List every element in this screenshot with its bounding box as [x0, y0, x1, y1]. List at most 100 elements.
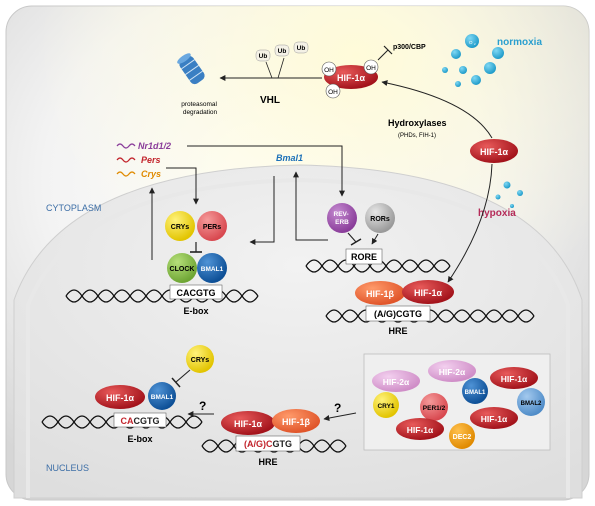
nr1d-mrna-squiggle — [116, 143, 136, 149]
nucleus-label: NUCLEUS — [46, 463, 89, 473]
pers-mrna-squiggle — [116, 157, 136, 163]
proteasome-label-line1: proteasomal — [181, 101, 217, 108]
reverb-inhibition-bar — [350, 238, 362, 246]
complex-to-hre-arrow — [323, 412, 357, 421]
oh-label-2: OH — [328, 89, 338, 96]
hre-red-box — [235, 435, 301, 452]
crys-nuclear-inhibition-bar — [171, 377, 181, 388]
reverb-protein-label: REV- ERB — [334, 211, 351, 226]
pers-protein — [197, 211, 227, 241]
hif1b-lower-protein — [272, 409, 320, 433]
rore-box — [345, 248, 383, 265]
hif1a-lower-protein — [221, 411, 275, 435]
rors-protein-label: RORs — [370, 216, 390, 223]
ub-label-3: Ub — [297, 45, 306, 52]
dec2-protein — [449, 423, 475, 449]
crys-mrna-squiggle — [116, 171, 136, 177]
hif1a-hydroxylated-protein — [324, 65, 378, 89]
hif2a-label-1: HIF-2α — [383, 377, 410, 387]
hif1a-complex-label-3: HIF-1α — [481, 414, 508, 424]
ubiquitin-chain — [255, 41, 309, 62]
hre-lower-label: HRE — [258, 457, 277, 467]
bmal1-ebox-protein — [148, 382, 176, 410]
hre-red-label: (A/G)CGTG — [244, 439, 292, 449]
oh-group-1 — [321, 61, 337, 77]
rors-activation-arrow — [371, 233, 379, 245]
svg-text:O: O — [469, 40, 473, 45]
hif2a-protein-2 — [428, 360, 476, 382]
bmal1-complex-protein — [462, 378, 488, 404]
ubiquitin-connector — [265, 57, 285, 79]
pers-crys-to-proteins-arrow — [166, 167, 199, 205]
cacgtg-red-part2: CGTG — [134, 416, 160, 426]
reverb-inhibition-line — [347, 232, 357, 243]
hif1b-protein — [355, 281, 405, 305]
cacgtg-box — [169, 284, 223, 300]
bmal1-gene-label: Bmal1 — [276, 153, 303, 163]
oh-group-3 — [363, 59, 379, 75]
p300-inhibition-bar — [383, 45, 393, 55]
hif1a-hydroxylated-label: HIF-1α — [337, 73, 366, 83]
oh-group-2 — [325, 83, 341, 99]
crys-nuclear-label: CRYs — [191, 357, 210, 364]
nucleus-inner-edge — [26, 177, 570, 498]
hif1a-ebox-label: HIF-1α — [106, 393, 135, 403]
bmal1-ebox-label: BMAL1 — [151, 394, 174, 401]
vhl-label: VHL — [260, 95, 280, 106]
ebox-label: E-box — [183, 306, 208, 316]
oh-label-1: OH — [324, 67, 334, 74]
hif1b-protein-label: HIF-1β — [366, 289, 395, 299]
crys-protein — [165, 211, 195, 241]
cytoplasm-label: CYTOPLASM — [46, 203, 101, 213]
bmal1-protein — [197, 253, 227, 283]
hif1a-nuclear-entry-arrow — [447, 163, 493, 283]
pers-label: Pers — [141, 155, 161, 165]
hre-sequence-label: (A/G)CGTG — [374, 309, 422, 319]
per12-protein — [420, 393, 448, 421]
hif1a-hydroxylated-group: HIF-1α OH OH OH — [321, 59, 379, 99]
hif1a-lower-label: HIF-1α — [234, 419, 263, 429]
bmal2-label: BMAL2 — [521, 401, 542, 407]
bmal2-protein — [517, 388, 545, 416]
cacgtg-red-part1: CA — [121, 416, 134, 426]
p300-inhibition-line — [377, 49, 389, 61]
hydroxylases-label: Hydroxylases — [388, 118, 447, 128]
rore-to-bmal1-arrow — [293, 171, 328, 241]
p300-label: p300/CBP — [393, 44, 426, 51]
hif1a-cytoplasm-label: HIF-1α — [480, 147, 509, 157]
oxygen-hypoxia-cluster — [495, 181, 523, 208]
dna-helix-ebox — [65, 289, 259, 303]
hif1a-cytoplasm-protein — [470, 139, 518, 163]
hif1a-complex-protein-3 — [470, 407, 518, 429]
hif2a-protein-1 — [372, 370, 420, 392]
cacgtg-red-label: CACGTG — [121, 416, 160, 426]
hre-red-part1: (A/G)C — [244, 439, 273, 449]
hre-sequence-box — [365, 305, 431, 322]
crys-label: Crys — [141, 169, 161, 179]
bmal1-protein-label: BMAL1 — [201, 266, 224, 273]
hif1a-hre-protein — [402, 280, 454, 304]
hydroxylation-arrow — [381, 80, 493, 139]
hydroxylases-sub-label: (PHDs, FIH-1) — [398, 133, 436, 139]
ub-label-2: Ub — [278, 48, 287, 55]
proteasome-label: proteasomal degradation — [181, 101, 219, 116]
dec2-label: DEC2 — [453, 434, 472, 441]
ebox-lower-label: E-box — [127, 434, 152, 444]
crys-protein-label: CRYs — [171, 224, 190, 231]
hif1a-ebox-protein — [95, 385, 145, 409]
hypoxia-label: hypoxia — [478, 208, 516, 219]
crys-nuclear-protein — [186, 345, 214, 373]
bmal1-complex-label: BMAL1 — [465, 390, 486, 396]
reverb-label-line1: REV- — [334, 211, 349, 218]
clock-protein — [167, 253, 197, 283]
cacgtg-red-box — [113, 412, 167, 428]
proteasome-icon — [177, 53, 205, 85]
clock-protein-label: CLOCK — [170, 266, 195, 273]
rore-label: RORE — [351, 252, 377, 262]
rors-protein — [365, 203, 395, 233]
hif1a-complex-label-1: HIF-1α — [501, 374, 528, 384]
bmal1-translation-arrow — [249, 176, 275, 245]
